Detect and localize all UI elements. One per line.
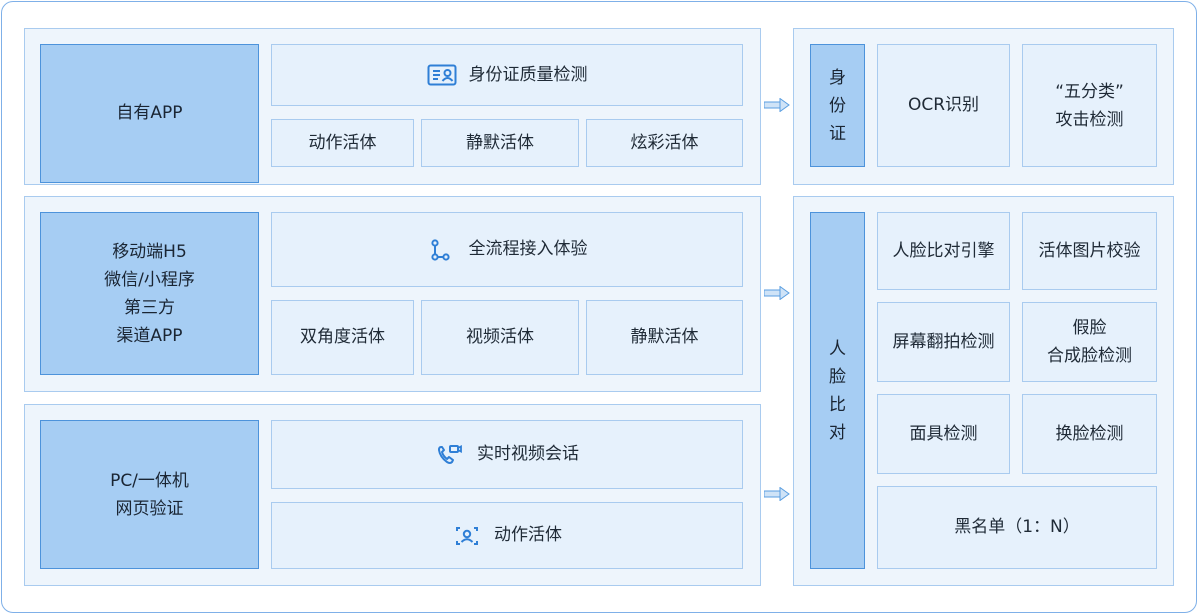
sub-silent-liveness-2: 静默活体: [586, 300, 743, 375]
face-item-screen-recapture: 屏幕翻拍检测: [877, 302, 1010, 382]
flow-icon: [430, 238, 450, 261]
title-char: 人: [829, 338, 846, 359]
item-label: 人脸比对引擎: [892, 240, 995, 261]
feature-full-flow: 全流程接入体验: [271, 212, 743, 287]
title-char: 证: [829, 123, 846, 144]
item-label: 活体图片校验: [1038, 240, 1141, 261]
item-label: 黑名单（1：N）: [954, 517, 1080, 537]
feature-id-quality: 身份证质量检测: [271, 44, 743, 106]
feature-video-session: 实时视频会话: [271, 420, 743, 489]
title-char: 对: [829, 422, 846, 443]
arrow-right-icon: [764, 487, 790, 501]
source-line: 第三方: [124, 297, 175, 318]
item-label: 换脸检测: [1055, 423, 1124, 444]
sub-label: 双角度活体: [300, 327, 385, 347]
source-pc: PC/一体机 网页验证: [40, 420, 259, 569]
source-line: 渠道APP: [116, 325, 183, 346]
arrow-right-icon: [764, 98, 790, 112]
face-item-mask: 面具检测: [877, 394, 1010, 474]
item-label: 屏幕翻拍检测: [892, 331, 995, 352]
title-char: 份: [829, 95, 846, 116]
source-line: 微信/小程序: [104, 269, 195, 290]
item-label: OCR识别: [907, 95, 980, 115]
face-item-fake-face: 假脸 合成脸检测: [1022, 302, 1157, 382]
feature-label: 全流程接入体验: [468, 239, 588, 259]
face-item-blacklist: 黑名单（1：N）: [877, 486, 1157, 569]
sub-label: 静默活体: [466, 132, 534, 153]
face-scan-icon: [456, 526, 478, 545]
item-label: 攻击检测: [1055, 109, 1124, 130]
sub-silent-liveness: 静默活体: [421, 119, 579, 167]
source-line: 自有APP: [116, 103, 183, 123]
arrow-right-icon: [764, 286, 790, 300]
face-item-face-swap: 换脸检测: [1022, 394, 1157, 474]
source-line: PC/一体机: [110, 470, 189, 491]
title-char: 脸: [829, 366, 846, 387]
sub-label: 炫彩活体: [630, 132, 699, 153]
face-compare-title: 人 脸 比 对: [810, 212, 865, 569]
source-line: 网页验证: [115, 498, 184, 519]
sub-label: 静默活体: [630, 327, 699, 347]
source-own-app-text: 自有APP: [116, 100, 182, 127]
sub-video-liveness: 视频活体: [421, 300, 579, 375]
source-line: 移动端H5: [112, 241, 187, 262]
sub-label: 动作活体: [308, 132, 377, 153]
sub-label: 视频活体: [466, 327, 534, 347]
item-label: “五分类”: [1055, 81, 1124, 102]
feature-label: 实时视频会话: [477, 444, 579, 464]
item-label: 合成脸检测: [1047, 346, 1132, 366]
sub-color-liveness: 炫彩活体: [586, 119, 743, 167]
sub-action-liveness: 动作活体: [271, 119, 414, 167]
id-card-icon: [427, 64, 456, 86]
sub-dual-angle-liveness: 双角度活体: [271, 300, 414, 375]
id-item-attack-detection: “五分类” 攻击检测: [1022, 44, 1157, 167]
video-call-icon: [438, 444, 462, 464]
source-mobile: 移动端H5 微信/小程序 第三方 渠道APP: [40, 212, 259, 375]
feature-label: 身份证质量检测: [468, 64, 588, 85]
id-card-title: 身 份 证: [810, 44, 865, 167]
title-char: 身: [829, 67, 846, 88]
source-own-app: 自有APP: [40, 44, 259, 183]
face-item-engine: 人脸比对引擎: [877, 212, 1010, 290]
item-label: 假脸: [1072, 318, 1107, 338]
id-item-ocr: OCR识别: [877, 44, 1010, 167]
title-char: 比: [829, 394, 846, 415]
item-label: 面具检测: [909, 423, 978, 444]
face-item-liveness-image: 活体图片校验: [1022, 212, 1157, 290]
feature-action-liveness: 动作活体: [271, 502, 743, 569]
feature-label: 动作活体: [494, 525, 562, 545]
